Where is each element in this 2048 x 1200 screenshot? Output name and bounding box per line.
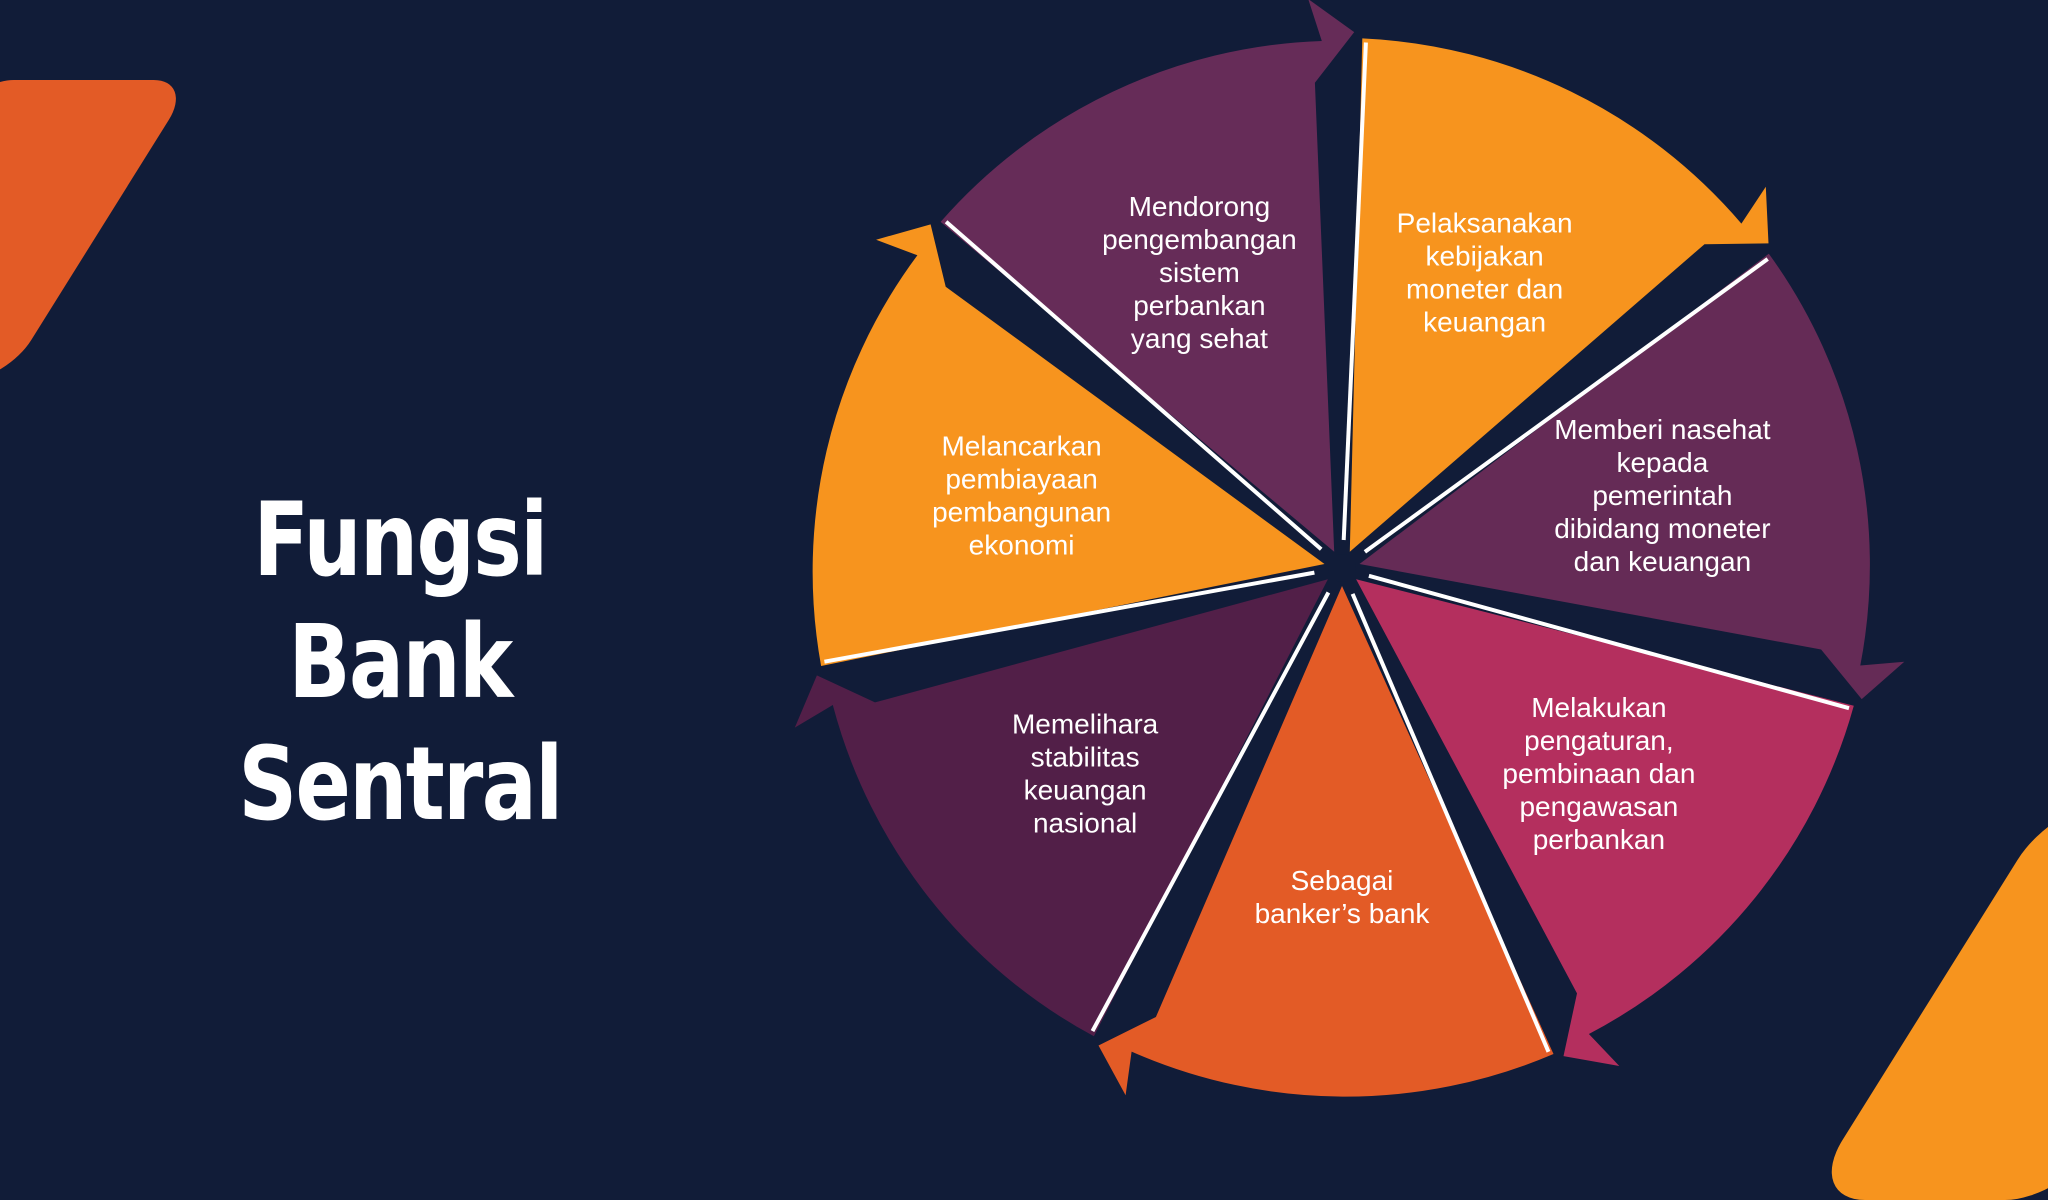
cycle-segment-label-line: nasional — [1033, 807, 1137, 838]
cycle-segment-label-line: Sebagai — [1291, 865, 1394, 896]
slide-title-line-2: Sentral — [238, 725, 563, 844]
cycle-segment-label-line: sistem — [1159, 257, 1240, 288]
cycle-segment-label-line: dan keuangan — [1574, 546, 1752, 577]
cycle-segment-label-line: kepada — [1616, 447, 1708, 478]
cycle-segment-3 — [1356, 579, 1854, 1066]
cycle-segment-1 — [1349, 38, 1769, 552]
slide-title: Fungsi Bank Sentral — [152, 480, 648, 846]
cycle-segment-label-line: pemerintah — [1592, 480, 1732, 511]
segment-separator-5 — [1090, 591, 1331, 1033]
cycle-segment-label-line: pembinaan dan — [1502, 758, 1695, 789]
segment-separator-1 — [1341, 42, 1368, 541]
segment-separator-2 — [1363, 257, 1769, 554]
cycle-segment-5 — [794, 579, 1328, 1037]
cycle-segment-label-line: Mendorong — [1129, 191, 1271, 222]
cycle-segment-label-line: keuangan — [1423, 306, 1546, 337]
cycle-segment-label-line: pengembangan — [1102, 224, 1297, 255]
segment-separator-4 — [1350, 593, 1551, 1053]
cycle-segment-7 — [940, 0, 1355, 552]
slide-title-line-1: Fungsi Bank — [253, 481, 548, 722]
cycle-segment-label-line: perbankan — [1533, 824, 1665, 855]
cycle-segment-label-line: perbankan — [1133, 290, 1265, 321]
cycle-segment-label-line: pembiayaan — [945, 463, 1098, 494]
cycle-segment-label-line: Memberi nasehat — [1554, 414, 1771, 445]
cycle-segment-label-line: Pelaksanakan — [1397, 207, 1573, 238]
cycle-segment-label-line: kebijakan — [1425, 240, 1543, 271]
cycle-segment-label-line: yang sehat — [1131, 323, 1268, 354]
cycle-segment-4 — [1098, 586, 1554, 1097]
cycle-segment-label-line: keuangan — [1024, 774, 1147, 805]
cycle-segment-label-line: banker’s bank — [1255, 898, 1431, 929]
cycle-segment-label-line: pembangunan — [932, 496, 1111, 527]
cycle-segment-label-line: stabilitas — [1031, 741, 1140, 772]
cycle-segment-label-line: ekonomi — [969, 529, 1075, 560]
cycle-segment-label-line: moneter dan — [1406, 273, 1563, 304]
cycle-segment-label-line: dibidang moneter — [1554, 513, 1770, 544]
cycle-segment-label-line: Melakukan — [1531, 692, 1666, 723]
cycle-segment-label-line: pengawasan — [1519, 791, 1678, 822]
cycle-segment-2 — [1359, 253, 1905, 700]
cycle-segment-label-line: pengaturan, — [1524, 725, 1673, 756]
cycle-segment-label-line: Memelihara — [1012, 708, 1159, 739]
cycle-hub — [1328, 554, 1356, 582]
cycle-segment-6 — [812, 224, 1325, 666]
segment-separator-6 — [824, 570, 1315, 664]
segment-separator-7 — [944, 220, 1323, 551]
cycle-segment-label-line: Melancarkan — [941, 430, 1101, 461]
segment-separator-3 — [1368, 573, 1850, 711]
